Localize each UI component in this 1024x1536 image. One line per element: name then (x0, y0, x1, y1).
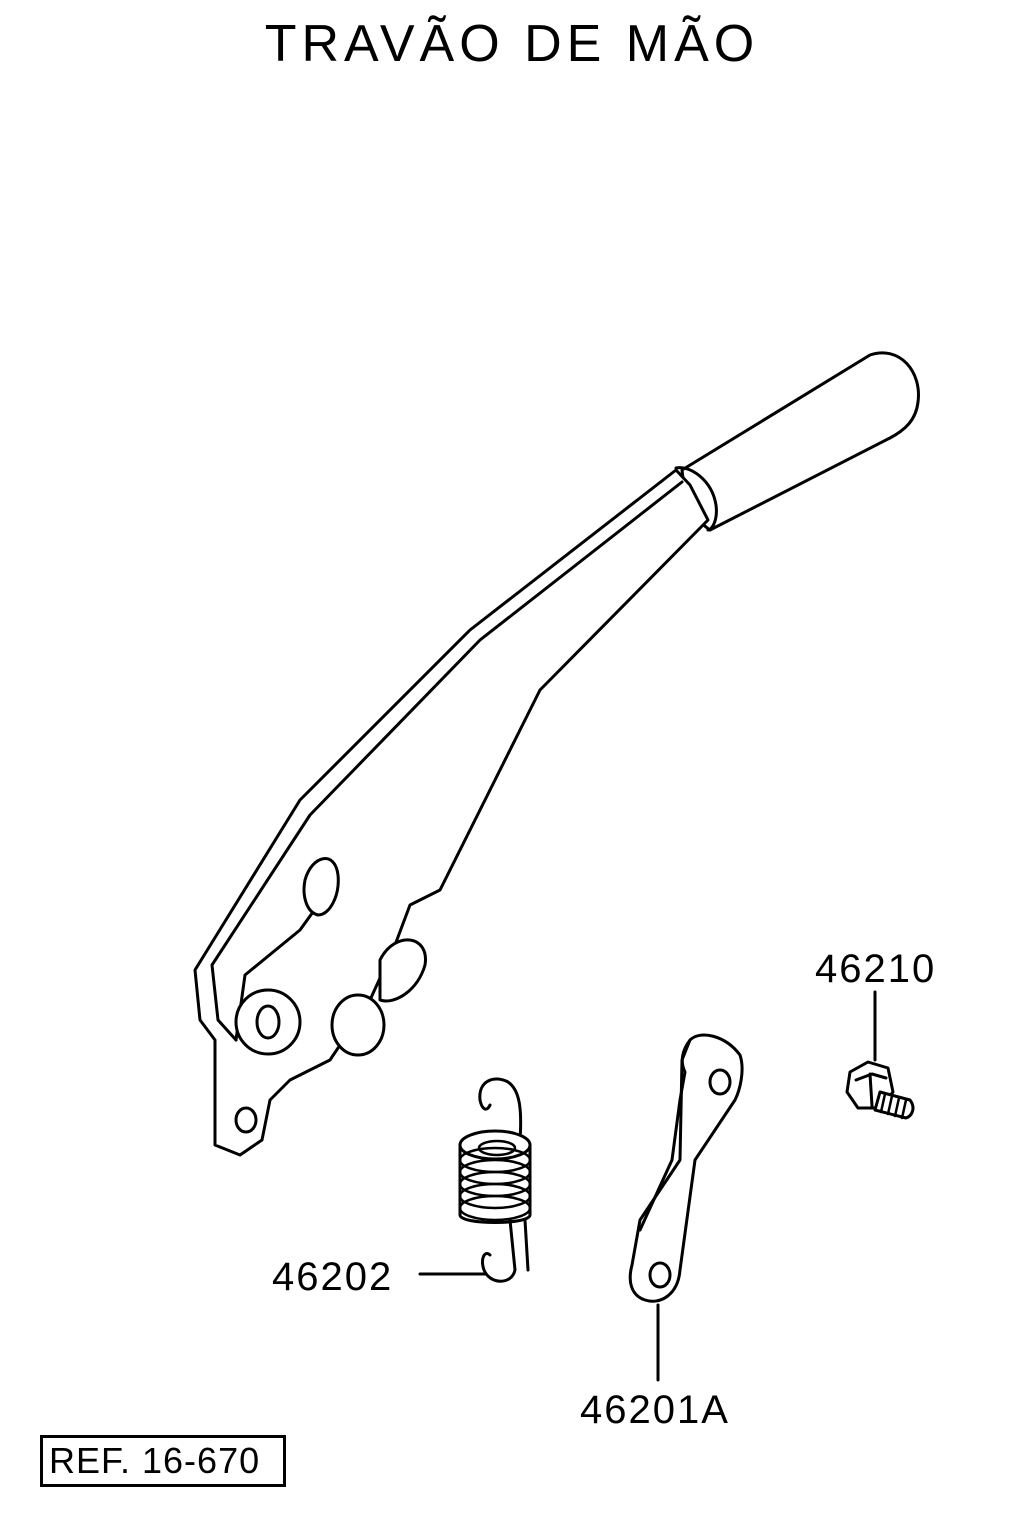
callout-46202: 46202 (272, 1255, 393, 1299)
link-plate-46201a (628, 1033, 744, 1303)
hand-brake-lever (193, 351, 920, 1157)
bolt-46210 (845, 1060, 915, 1120)
page-title: TRAVÃO DE MÃO (264, 15, 760, 73)
reference-box: REF. 16-670 (40, 1435, 286, 1487)
spring-46202 (458, 1077, 532, 1283)
callout-46201a: 46201A (580, 1388, 730, 1432)
callout-46210: 46210 (815, 947, 936, 991)
